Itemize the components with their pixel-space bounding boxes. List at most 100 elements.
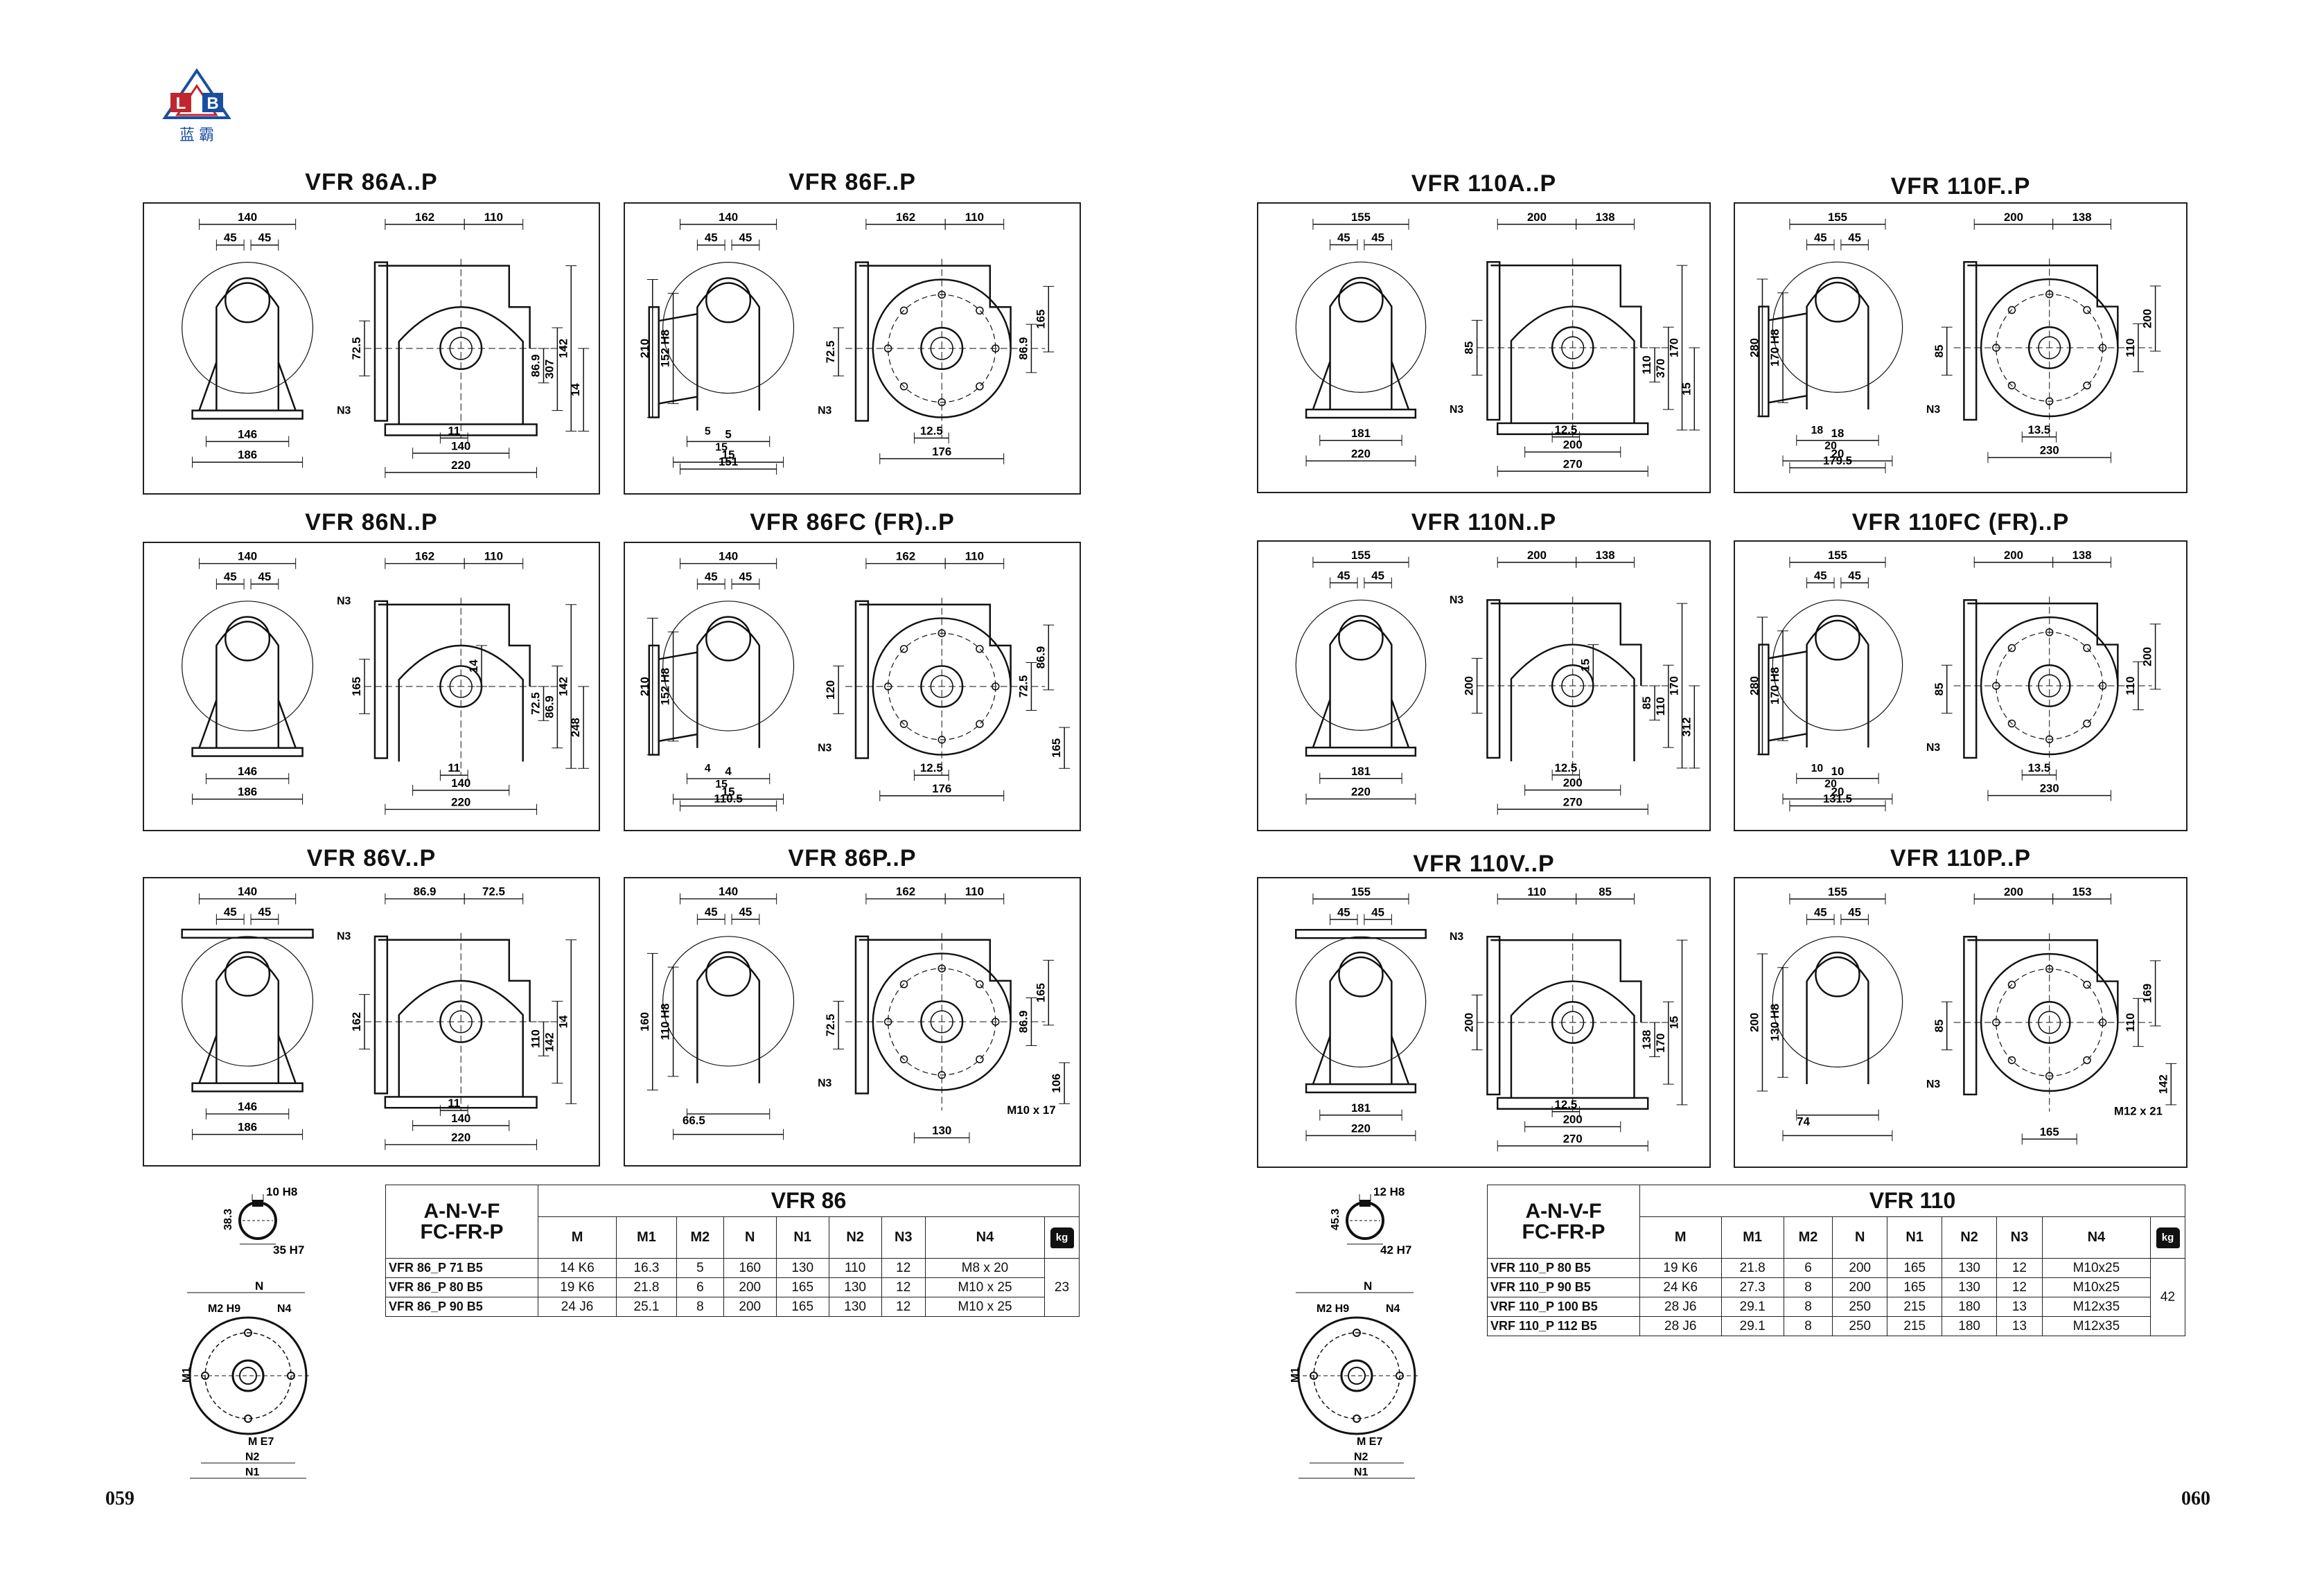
table-row: VRF 110_P 100 B5 28 J6 29.1 8 250 215 18…: [1487, 1297, 2185, 1317]
n3-label: N3: [818, 743, 832, 754]
dimension-label: 165: [1034, 983, 1047, 1002]
dimension-label: 155: [1828, 211, 1847, 224]
dimension-label: 45: [1814, 905, 1827, 919]
dimension-label: 12.5: [920, 761, 943, 774]
dimension-label: 200: [1563, 1113, 1583, 1126]
n3-label: N3: [337, 596, 351, 608]
dimension-label: 45: [1848, 905, 1861, 919]
dimension-label: 162: [896, 550, 915, 563]
col-header-n1: N1: [1887, 1216, 1943, 1259]
col-header-n4: N4: [924, 1216, 1046, 1259]
dimension-label: 110: [484, 211, 503, 224]
dimension-label: 45: [739, 231, 752, 245]
dimension-label: 200: [1748, 1013, 1761, 1032]
dimension-label: 110: [965, 211, 984, 224]
col-header-n: N: [1832, 1216, 1888, 1259]
dimension-label: 14: [467, 659, 480, 672]
keyway-side-dim: 38.3: [222, 1209, 234, 1230]
dimension-label: 200: [2004, 211, 2023, 224]
dimension-label: 162: [415, 211, 434, 224]
n3-label: N3: [818, 1078, 832, 1090]
cell-m1: 21.8: [616, 1277, 677, 1297]
dimension-label: 155: [1351, 211, 1371, 224]
dimension-label: 160: [638, 1012, 651, 1031]
title-vfr86n: VFR 86N..P: [305, 509, 438, 535]
row-model: VFR 86_P 80 B5: [385, 1277, 538, 1297]
dimension-label: 162: [415, 550, 434, 563]
dimension-label: 270: [1563, 1132, 1583, 1145]
dimension-label: 45: [705, 570, 718, 583]
dimension-label: 85: [1640, 696, 1653, 709]
keyway-side-dim: 45.3: [1330, 1209, 1341, 1230]
dimension-label: 200: [2141, 309, 2154, 328]
dimension-label: 370: [1654, 359, 1667, 378]
dimension-label: 13.5: [2028, 761, 2051, 774]
dimension-label: 200: [1463, 676, 1476, 695]
cell-n2: 130: [1942, 1277, 1998, 1297]
cell-m: 24 K6: [1639, 1277, 1722, 1297]
dimension-label: 20: [1824, 779, 1837, 790]
dimension-label: 138: [2072, 211, 2092, 224]
dimension-label: 85: [1933, 1020, 1946, 1033]
cell-n1: 165: [775, 1297, 829, 1317]
title-vfr86fc: VFR 86FC (FR)..P: [750, 509, 955, 535]
cell-n3: 12: [1996, 1277, 2043, 1297]
dimension-label: 72.5: [529, 692, 542, 715]
cell-m1: 29.1: [1720, 1297, 1784, 1317]
n3-label: N3: [1926, 742, 1940, 754]
dimension-label: 45: [739, 905, 752, 919]
n3-label: N3: [1450, 594, 1463, 606]
flange-m2-label: M2 H9: [1317, 1303, 1349, 1315]
dimension-label: 200: [1527, 211, 1547, 224]
flange-n4-label: N4: [277, 1303, 292, 1315]
dimension-label: 142: [543, 1033, 556, 1052]
dimension-label: 146: [238, 427, 257, 441]
dimension-label: 12.5: [1555, 761, 1578, 774]
dimension-label: 155: [1828, 885, 1847, 898]
dimension-label: 15: [1680, 382, 1693, 396]
dimension-label: 210: [638, 677, 651, 696]
dimension-label: 248: [569, 718, 582, 737]
keyway-top-dim: 10 H8: [266, 1185, 297, 1198]
dimension-label: 18: [1811, 425, 1824, 436]
dimension-label: 155: [1351, 885, 1371, 898]
weight-kg-icon: kg: [2156, 1227, 2180, 1248]
dimension-label: 186: [238, 786, 257, 799]
dimension-label: 170 H8: [1768, 329, 1781, 366]
col-header-weight: kg: [2150, 1216, 2185, 1259]
dimension-label: 86.9: [1016, 337, 1030, 360]
dimension-label: 140: [238, 885, 257, 898]
cell-m2: 8: [1783, 1277, 1833, 1297]
n3-label: N3: [1926, 404, 1940, 416]
keyway-detail-86: 10 H8 38.3 35 H7: [222, 1185, 304, 1257]
cell-n4: M10 x 25: [924, 1297, 1046, 1317]
dimension-label: 170 H8: [1768, 667, 1781, 704]
cell-n2: 130: [828, 1297, 882, 1317]
dimension-label: 220: [451, 1131, 470, 1144]
dimension-label: 5: [725, 427, 731, 441]
dimension-label: 85: [1933, 345, 1946, 358]
dimension-label: 138: [2072, 549, 2092, 562]
cell-n2: 130: [828, 1277, 882, 1297]
flange-m1-label: M1: [181, 1367, 193, 1383]
dimension-label: 200: [2004, 885, 2023, 898]
row-model: VFR 110_P 90 B5: [1487, 1277, 1640, 1297]
cell-n4: M10 x 25: [924, 1277, 1046, 1297]
dimension-label: 142: [2156, 1074, 2169, 1094]
cell-n3: 12: [881, 1277, 926, 1297]
title-vfr110a: VFR 110A..P: [1411, 170, 1557, 197]
cell-n1: 165: [1887, 1258, 1943, 1278]
dimension-label: 11: [448, 761, 460, 774]
dimension-label: 220: [451, 796, 470, 809]
dimension-label: 13.5: [2028, 423, 2051, 436]
cell-n4: M12x35: [2041, 1316, 2151, 1336]
dimension-label: 220: [1351, 447, 1371, 460]
corner-line-2: FC-FR-P: [420, 1220, 504, 1243]
dimension-label: 72.5: [350, 337, 363, 360]
cell-n: 250: [1832, 1316, 1888, 1336]
